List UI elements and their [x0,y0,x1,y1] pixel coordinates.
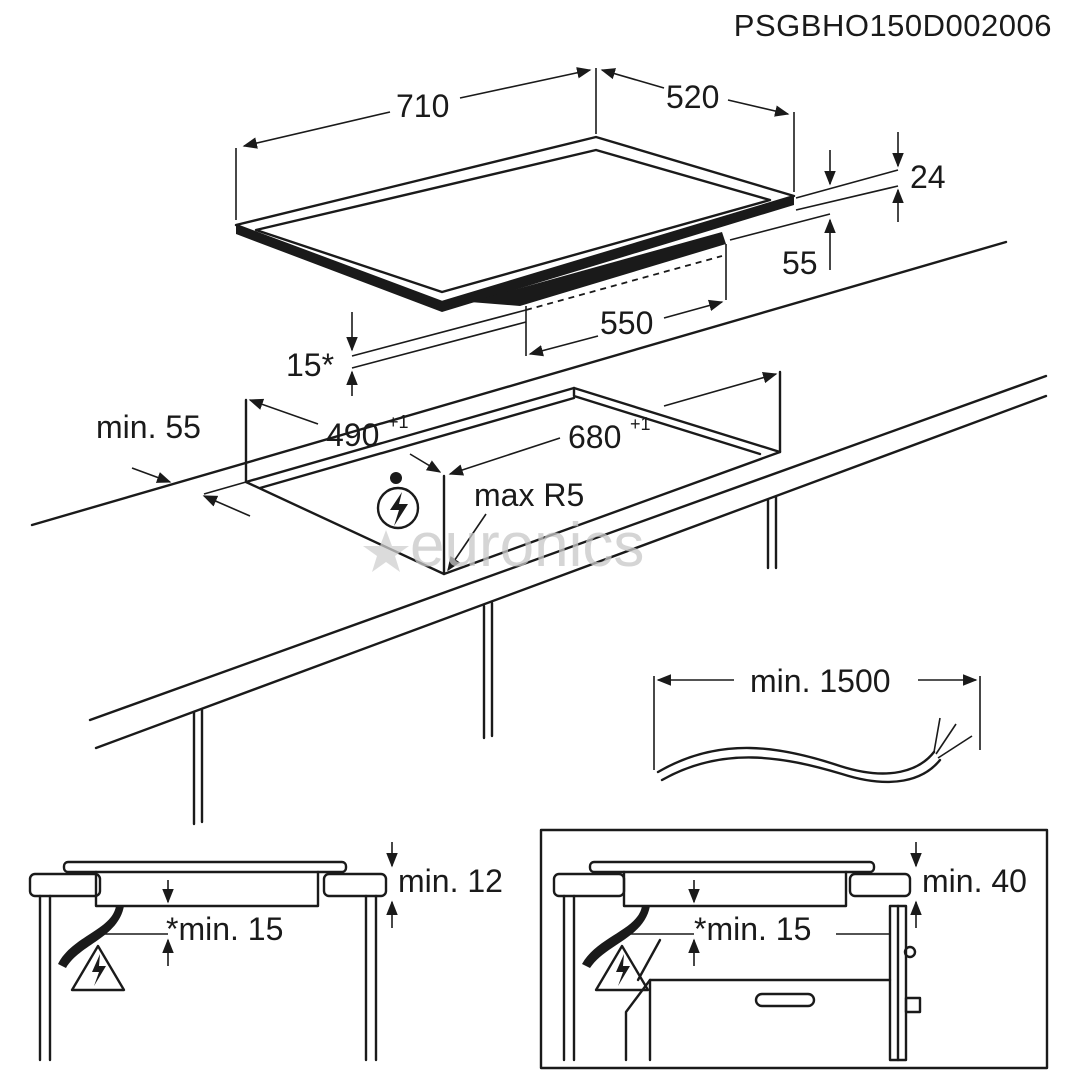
label-55: 55 [782,245,818,281]
label-490: 490 [326,417,379,453]
label-min-55: min. 55 [96,409,201,445]
dim-box-depth: 55 [729,213,836,281]
label-550: 550 [600,305,653,341]
label-680-tolerance: +1 [630,414,651,434]
label-min-1500: min. 1500 [750,663,891,699]
worktop [30,240,1048,826]
euronics-star-icon [363,530,409,572]
product-code: PSGBHO150D002006 [734,8,1052,43]
euronics-watermark: euronics [363,511,644,580]
electric-hazard-triangle-icon [594,944,650,992]
label-490-tolerance: +1 [388,412,409,432]
detail-left: min. 12 *min. 15 [28,842,503,1062]
detail-right: min. 40 *min. 15 [539,828,1049,1070]
electric-hazard-triangle-icon [70,944,126,992]
hob-top-view [234,135,796,356]
label-15-star: 15* [286,347,334,383]
oven [624,904,922,1062]
electric-hazard-circle-icon [376,472,420,530]
dim-cutout-depth: 490 +1 [248,398,442,473]
power-cable: min. 1500 [653,663,981,784]
label-520: 520 [666,79,719,115]
dim-min-front: min. 55 [96,409,251,517]
dim-thickness: 24 [795,132,946,222]
label-710: 710 [396,88,449,124]
detail-right-bottom-label: *min. 15 [694,911,811,947]
detail-left-top-label: min. 12 [398,863,503,899]
dim-box-width: 550 [528,299,724,357]
worktop-cutout [244,370,782,576]
label-max-r5: max R5 [474,477,584,513]
dim-depth: 520 [600,68,795,192]
label-680: 680 [568,419,621,455]
detail-right-top-label: min. 40 [922,863,1027,899]
dim-cutout-width: 680 +1 [448,372,778,476]
label-24: 24 [910,159,946,195]
watermark-text: euronics [410,511,644,580]
dim-front-clearance: 15* [286,309,527,396]
dim-corner-radius: max R5 [447,477,584,572]
detail-left-bottom-label: *min. 15 [166,911,283,947]
dim-width: 710 [235,67,597,220]
